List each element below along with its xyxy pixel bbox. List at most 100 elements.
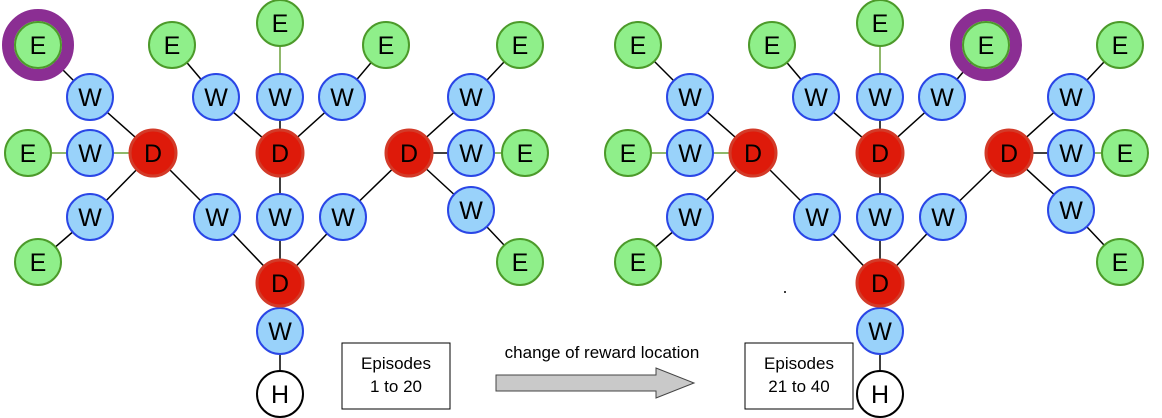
- right-maze-way-node-label: W: [868, 84, 892, 112]
- right-maze-home-node-circle: [856, 370, 904, 418]
- right-maze-decision-node-circle: [855, 128, 905, 178]
- right-maze-decision-node-circle: [984, 128, 1034, 178]
- left-maze-end-node-circle: [14, 238, 62, 286]
- left-maze-way-node-label: W: [205, 204, 229, 232]
- left-maze-end-node-label: E: [512, 249, 529, 277]
- left-maze-way-node: W: [256, 193, 304, 241]
- right-maze-way-node-circle: [856, 307, 904, 355]
- left-maze-end-node-label: E: [30, 32, 47, 60]
- right-maze-end-node: E: [1096, 21, 1144, 69]
- right-maze-end-node: E: [748, 21, 796, 69]
- left-maze-decision-node-circle: [128, 128, 178, 178]
- right-maze-end-node-circle: [1096, 21, 1144, 69]
- left-maze-decision-node: D: [255, 128, 305, 178]
- right-maze-way-node-circle: [1047, 186, 1095, 234]
- left-maze-end-node-circle: [496, 238, 544, 286]
- right-maze-decision-node: D: [855, 128, 905, 178]
- right-arrow-icon: [495, 367, 696, 399]
- left-maze-end-node-circle: [496, 21, 544, 69]
- right-maze-end-node: E: [856, 0, 904, 47]
- right-maze-home-node-label: H: [871, 381, 889, 409]
- left-maze-home-node-label: H: [271, 381, 289, 409]
- left-maze-end-node: E: [14, 238, 62, 286]
- right-maze-decision-node: D: [728, 128, 778, 178]
- right-maze-end-node-label: E: [1117, 140, 1134, 168]
- left-maze-way-node: W: [318, 73, 366, 121]
- right-maze-way-node-circle: [792, 73, 840, 121]
- right-maze-end-node-label: E: [630, 32, 647, 60]
- left-maze-way-node: W: [447, 129, 495, 177]
- right-maze-home-node: H: [856, 370, 904, 418]
- right-maze-end-node-label: E: [978, 32, 995, 60]
- left-maze-home-node-circle: [256, 370, 304, 418]
- left-maze-way-node-label: W: [331, 204, 355, 232]
- right-maze-decision-node-label: D: [744, 140, 762, 168]
- transition-arrow-group: change of reward location: [495, 343, 699, 399]
- left-maze-way-node-label: W: [78, 140, 102, 168]
- right-maze-end-node-label: E: [1112, 249, 1129, 277]
- left-maze-end-node-label: E: [164, 32, 181, 60]
- right-maze-way-node-circle: [793, 193, 841, 241]
- right-maze-end-node-circle: [614, 21, 662, 69]
- left-maze-way-node: W: [192, 73, 240, 121]
- left-maze-way-node: W: [447, 186, 495, 234]
- right-maze-decision-node: D: [984, 128, 1034, 178]
- left-maze-way-node-circle: [319, 193, 367, 241]
- right-maze-end-node-label: E: [630, 249, 647, 277]
- left-maze-way-node-label: W: [268, 204, 292, 232]
- right-maze-way-node-circle: [666, 193, 714, 241]
- right-maze-end-node: E: [614, 238, 662, 286]
- left-maze-end-node-circle: [4, 129, 52, 177]
- right-maze-way-node-label: W: [930, 84, 954, 112]
- left-maze-way-node-circle: [256, 193, 304, 241]
- left-maze-way-node-circle: [66, 73, 114, 121]
- right-maze-way-node-circle: [856, 193, 904, 241]
- left-maze-way-node: W: [66, 73, 114, 121]
- right-maze-way-node-label: W: [678, 204, 702, 232]
- right-maze-end-node-circle: [604, 129, 652, 177]
- left-maze-end-node-circle: [14, 21, 62, 69]
- episodes-1-20-box: Episodes 1 to 20: [341, 342, 451, 410]
- left-maze-end-node-label: E: [517, 140, 534, 168]
- left-maze-way-node-label: W: [78, 204, 102, 232]
- right-maze-way-node-circle: [666, 73, 714, 121]
- right-maze-way-node: W: [1047, 73, 1095, 121]
- left-maze-end-node-circle: [362, 21, 410, 69]
- right-maze-way-node-circle: [918, 73, 966, 121]
- right-maze-end-node-circle: [856, 0, 904, 47]
- right-maze-end-node-label: E: [872, 10, 889, 38]
- left-maze-decision-node: D: [255, 258, 305, 308]
- right-maze-way-node-label: W: [868, 204, 892, 232]
- left-maze-end-node: E: [148, 21, 196, 69]
- left-maze-way-node-circle: [447, 73, 495, 121]
- left-maze-way-node-circle: [447, 186, 495, 234]
- left-maze-end-node: E: [501, 129, 549, 177]
- right-maze-end-node-label: E: [1112, 32, 1129, 60]
- left-maze-decision-node-circle: [255, 128, 305, 178]
- right-maze-end-node-circle: [614, 238, 662, 286]
- left-maze-decision-node-label: D: [400, 140, 418, 168]
- right-maze-decision-node: D: [855, 258, 905, 308]
- right-maze-decision-node-label: D: [871, 140, 889, 168]
- right-maze-way-node-label: W: [678, 140, 702, 168]
- right-maze-way-node-label: W: [931, 204, 955, 232]
- right-maze-end-node: E: [614, 21, 662, 69]
- left-maze-way-node-label: W: [459, 197, 483, 225]
- left-maze-end-node-label: E: [30, 249, 47, 277]
- right-maze-end-node: E: [950, 9, 1022, 81]
- right-maze-way-node-label: W: [1059, 84, 1083, 112]
- right-maze-way-node-label: W: [1059, 140, 1083, 168]
- right-maze-decision-node-label: D: [871, 270, 889, 298]
- left-maze-end-node: E: [496, 238, 544, 286]
- right-maze-way-node-label: W: [868, 318, 892, 346]
- right-maze-end-node-label: E: [620, 140, 637, 168]
- right-maze-way-node: W: [856, 193, 904, 241]
- right-maze-decision-node-circle: [855, 258, 905, 308]
- left-maze-decision-node-label: D: [271, 270, 289, 298]
- left-maze-way-node-circle: [192, 73, 240, 121]
- right-maze-way-node: W: [856, 307, 904, 355]
- right-maze-end-node: E: [1101, 129, 1149, 177]
- left-maze-end-node-label: E: [20, 140, 37, 168]
